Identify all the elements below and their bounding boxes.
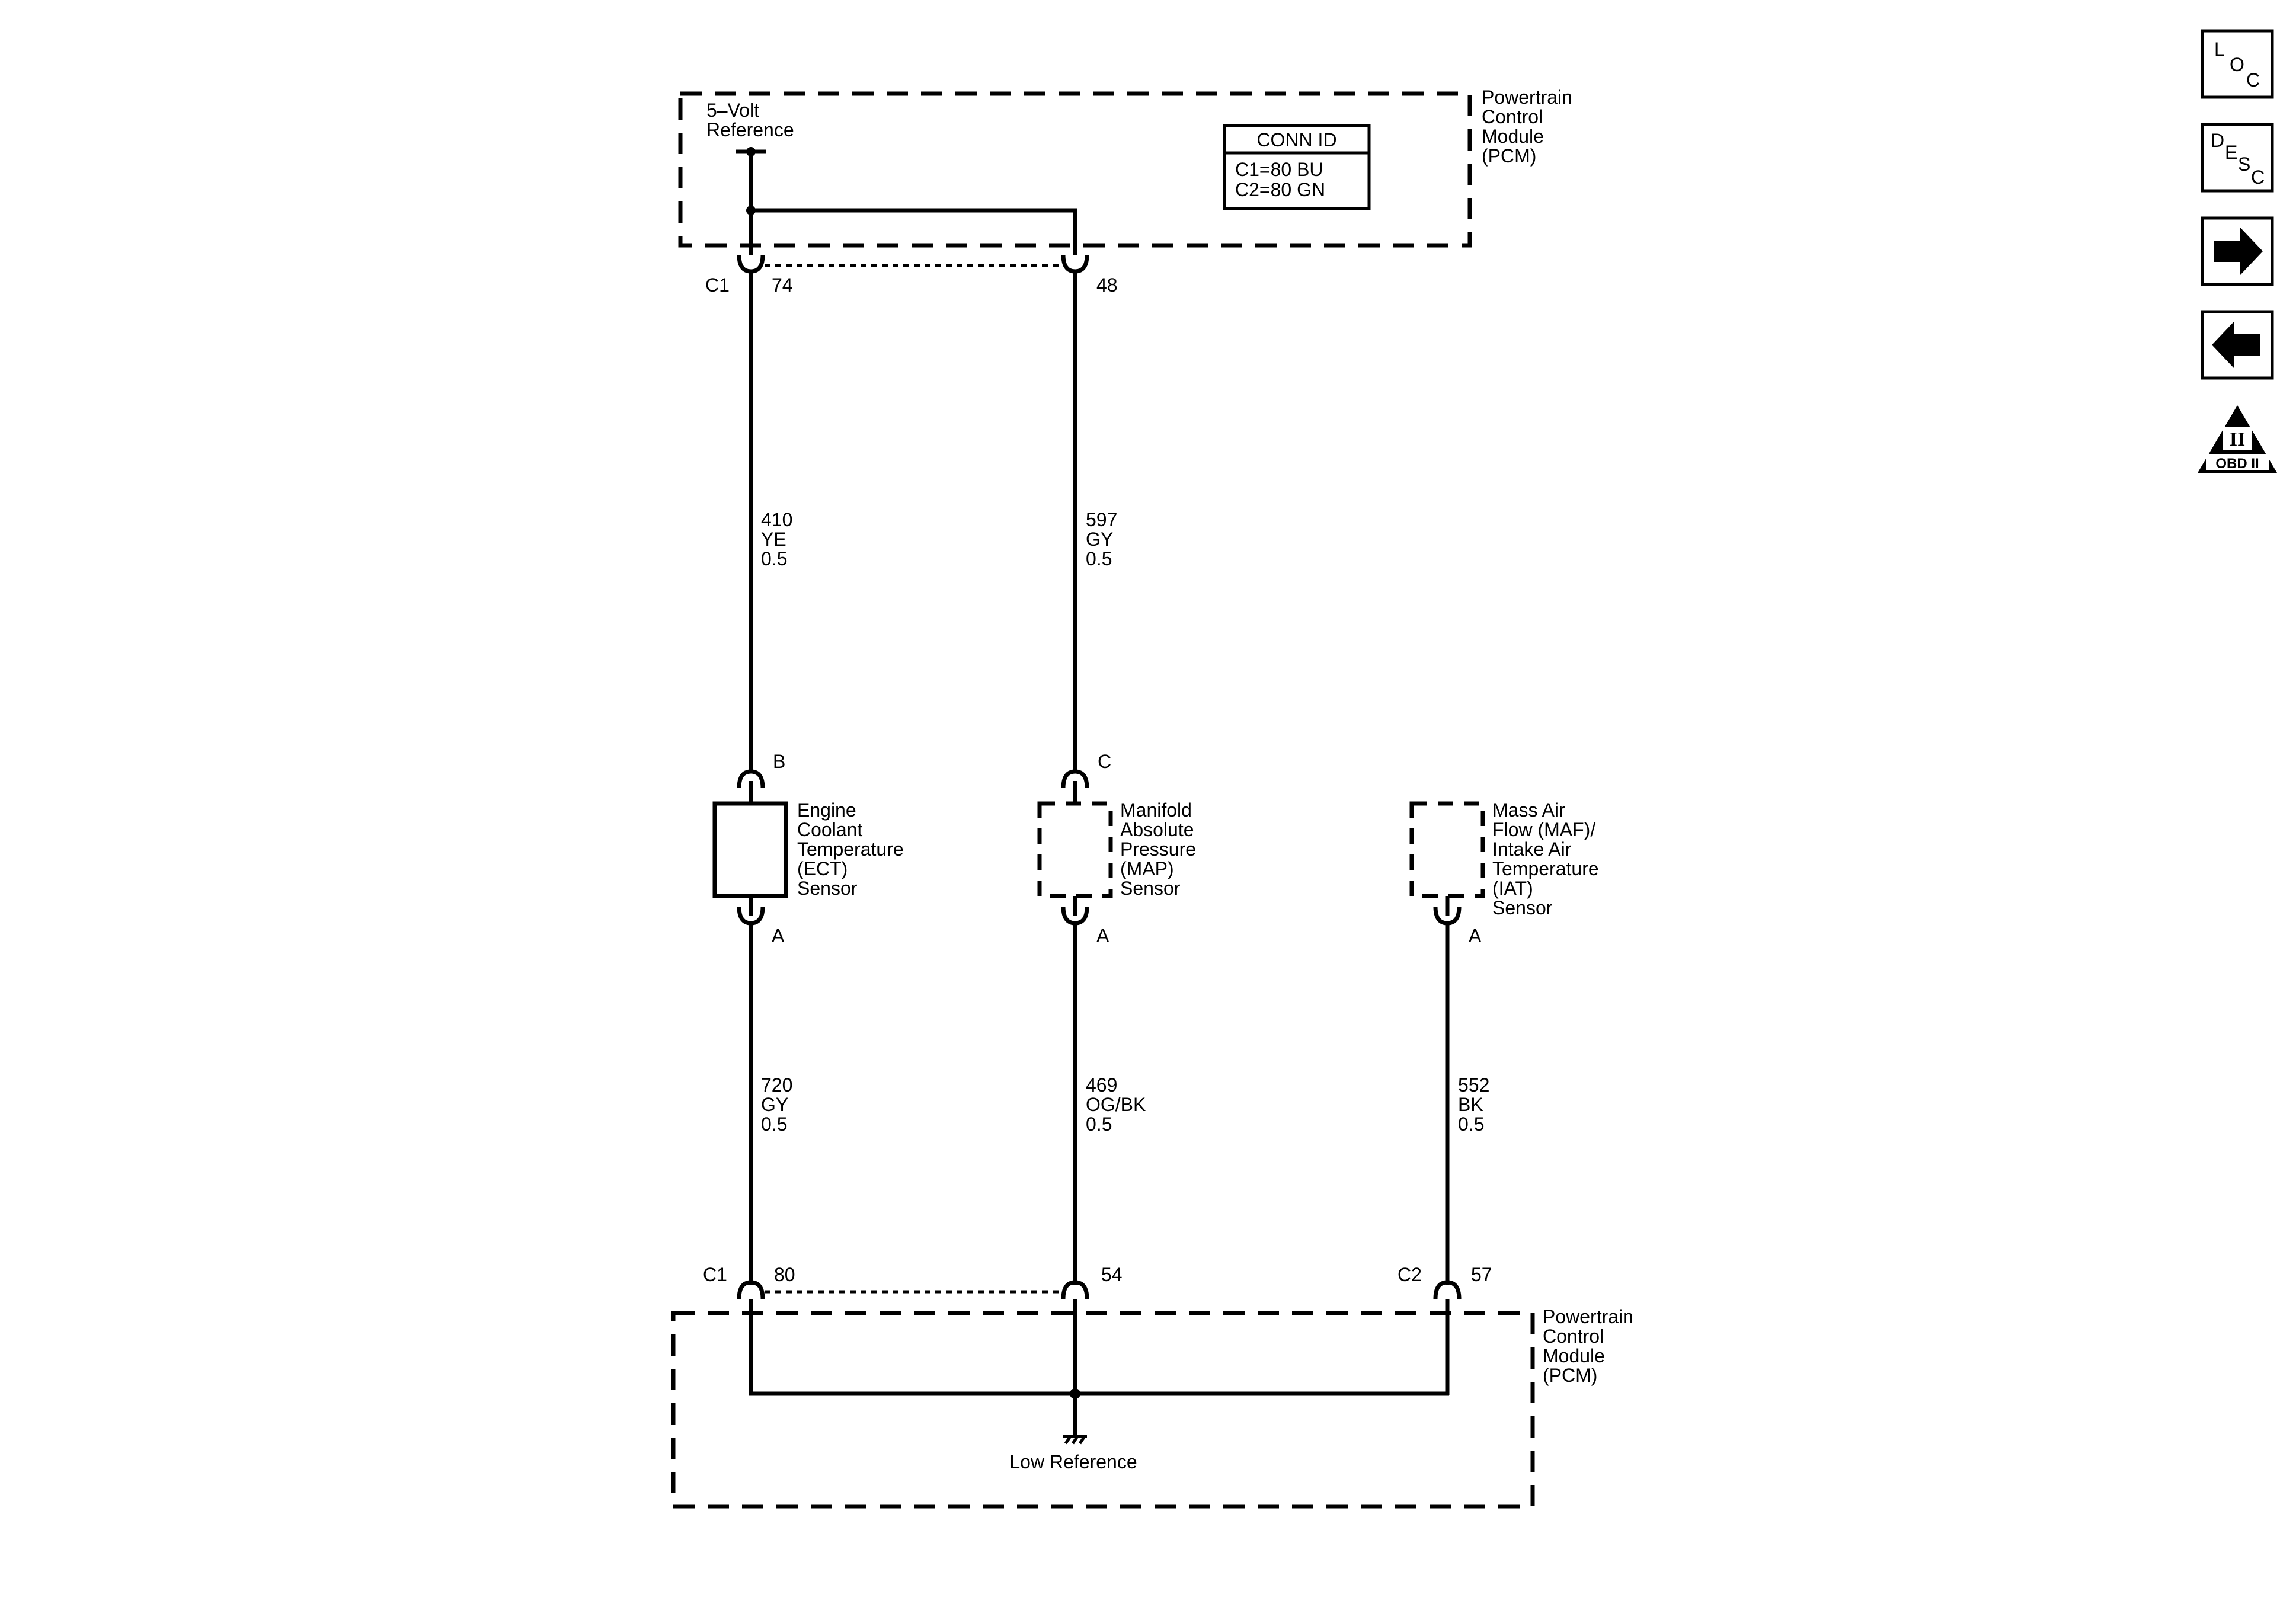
back-arrow-icon[interactable] xyxy=(2201,310,2274,380)
low-ref-label: Low Reference xyxy=(1009,1451,1137,1473)
ref-label-1: 5–Volt xyxy=(706,100,759,121)
pcm-bottom-label-4: (PCM) xyxy=(1543,1365,1597,1386)
conn-bottom-57 xyxy=(1433,1280,1462,1299)
w410-color: YE xyxy=(761,529,786,550)
conn-top-74 xyxy=(737,254,765,274)
map-top-pin: C xyxy=(1098,751,1111,772)
ect-top-pin: B xyxy=(773,751,785,772)
ect-name-2: Coolant xyxy=(797,819,862,840)
w469-color: OG/BK xyxy=(1086,1094,1146,1115)
w552-gauge: 0.5 xyxy=(1458,1113,1484,1135)
top-connector: C1 xyxy=(705,274,730,296)
pin-57: 57 xyxy=(1471,1264,1492,1285)
w597-color: GY xyxy=(1086,529,1113,550)
w720-color: GY xyxy=(761,1094,788,1115)
maf-name-4: Temperature xyxy=(1492,858,1599,879)
conn-top-48 xyxy=(1061,254,1089,274)
loc-letter-o: O xyxy=(2230,54,2244,75)
obd-label: OBD II xyxy=(2215,456,2259,472)
pcm-bottom-label-3: Module xyxy=(1543,1345,1605,1366)
w720-circuit: 720 xyxy=(761,1074,792,1096)
obd-ii-icon[interactable]: II OBD II xyxy=(2198,405,2277,473)
w552-circuit: 552 xyxy=(1458,1074,1489,1096)
loc-icon[interactable]: L O C xyxy=(2201,29,2274,99)
ect-name-4: (ECT) xyxy=(797,858,848,879)
w597-gauge: 0.5 xyxy=(1086,548,1112,569)
pcm-bottom-label-1: Powertrain xyxy=(1543,1306,1633,1327)
conn-id-box xyxy=(1223,124,1371,210)
w410-gauge: 0.5 xyxy=(761,548,787,569)
map-name-2: Absolute xyxy=(1120,819,1194,840)
ground-icon xyxy=(1063,1435,1087,1445)
pin-74: 74 xyxy=(772,274,793,296)
bottom-connector-1: C1 xyxy=(703,1264,727,1285)
next-arrow-icon[interactable] xyxy=(2201,216,2274,286)
desc-icon[interactable]: D E S C xyxy=(2201,123,2274,193)
w469-gauge: 0.5 xyxy=(1086,1113,1112,1135)
loc-letter-c: C xyxy=(2246,69,2260,91)
maf-name-2: Flow (MAF)/ xyxy=(1492,819,1595,840)
map-name-5: Sensor xyxy=(1120,878,1181,899)
map-bottom-pin: A xyxy=(1096,925,1109,946)
ect-sensor xyxy=(712,801,788,898)
maf-iat-sensor xyxy=(1409,801,1485,898)
w410-circuit: 410 xyxy=(761,509,792,530)
pcm-top-label-4: (PCM) xyxy=(1482,145,1536,167)
ect-top-conn xyxy=(737,769,765,789)
map-name-1: Manifold xyxy=(1120,799,1192,821)
maf-name-5: (IAT) xyxy=(1492,878,1533,899)
pin-80: 80 xyxy=(774,1264,795,1285)
conn-id-line-2: C2=80 GN xyxy=(1235,179,1325,200)
map-sensor xyxy=(1037,801,1113,898)
w469-circuit: 469 xyxy=(1086,1074,1117,1096)
w720-gauge: 0.5 xyxy=(761,1113,787,1135)
pcm-bottom-box xyxy=(671,1311,1535,1509)
ect-bottom-pin: A xyxy=(772,925,785,946)
ect-name-3: Temperature xyxy=(797,838,904,860)
pcm-top-label-3: Module xyxy=(1482,126,1544,147)
map-name-3: Pressure xyxy=(1120,838,1196,860)
loc-letter-l: L xyxy=(2214,39,2225,60)
desc-letter-d: D xyxy=(2211,130,2224,151)
ref-label-2: Reference xyxy=(706,119,794,140)
pcm-top-label-1: Powertrain xyxy=(1482,87,1572,108)
maf-name-1: Mass Air xyxy=(1492,799,1565,821)
pin-48: 48 xyxy=(1096,274,1118,296)
pcm-top-label-2: Control xyxy=(1482,106,1543,127)
conn-id-title: CONN ID xyxy=(1256,129,1336,151)
pcm-bottom-label-2: Control xyxy=(1543,1326,1604,1347)
conn-bottom-54 xyxy=(1061,1280,1089,1299)
conn-bottom-80 xyxy=(737,1280,765,1299)
obd-mark: II xyxy=(2230,428,2245,450)
ref-branch xyxy=(751,208,1077,255)
maf-bottom-pin: A xyxy=(1469,925,1482,946)
desc-letter-e: E xyxy=(2225,142,2237,163)
ect-name-1: Engine xyxy=(797,799,856,821)
bottom-connector-2: C2 xyxy=(1398,1264,1422,1285)
maf-name-3: Intake Air xyxy=(1492,838,1572,860)
w597-circuit: 597 xyxy=(1086,509,1117,530)
desc-letter-s: S xyxy=(2238,153,2250,175)
conn-id-line-1: C1=80 BU xyxy=(1235,159,1323,180)
w552-color: BK xyxy=(1458,1094,1483,1115)
ect-name-5: Sensor xyxy=(797,878,858,899)
desc-letter-c: C xyxy=(2251,167,2265,188)
pin-54: 54 xyxy=(1101,1264,1123,1285)
map-top-conn xyxy=(1061,769,1089,789)
pcm-top-box xyxy=(678,91,1472,248)
low-ref-splice xyxy=(1070,1388,1080,1399)
maf-name-6: Sensor xyxy=(1492,897,1553,918)
map-name-4: (MAP) xyxy=(1120,858,1174,879)
